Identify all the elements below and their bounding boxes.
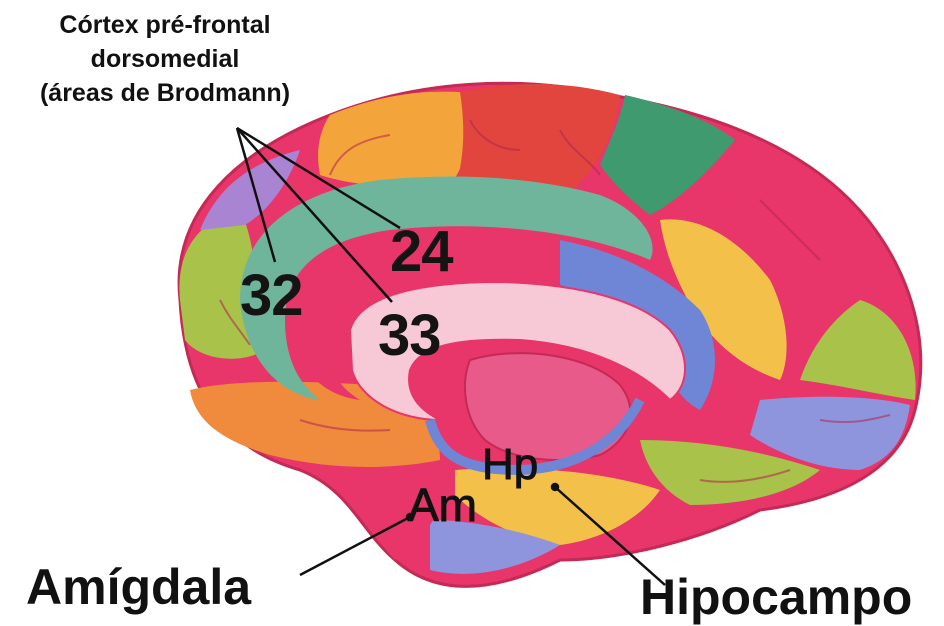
pfc-title-line3: (áreas de Brodmann) [0, 76, 330, 110]
pfc-title-line2: dorsomedial [0, 42, 330, 76]
brodmann-area-24-label: 24 [390, 218, 453, 285]
hippocampus-label: Hipocampo [640, 568, 912, 626]
hippocampus-abbr-label: Hp [482, 440, 538, 490]
amygdala-abbr-label: Am [408, 478, 477, 532]
superior-orange-gyrus [318, 92, 467, 187]
pfc-title: Córtex pré-frontal dorsomedial (áreas de… [0, 8, 330, 110]
brodmann-area-33-label: 33 [378, 302, 441, 369]
amygdala-label: Amígdala [26, 558, 251, 616]
brodmann-area-32-label: 32 [240, 262, 303, 329]
pfc-title-line1: Córtex pré-frontal [0, 8, 330, 42]
